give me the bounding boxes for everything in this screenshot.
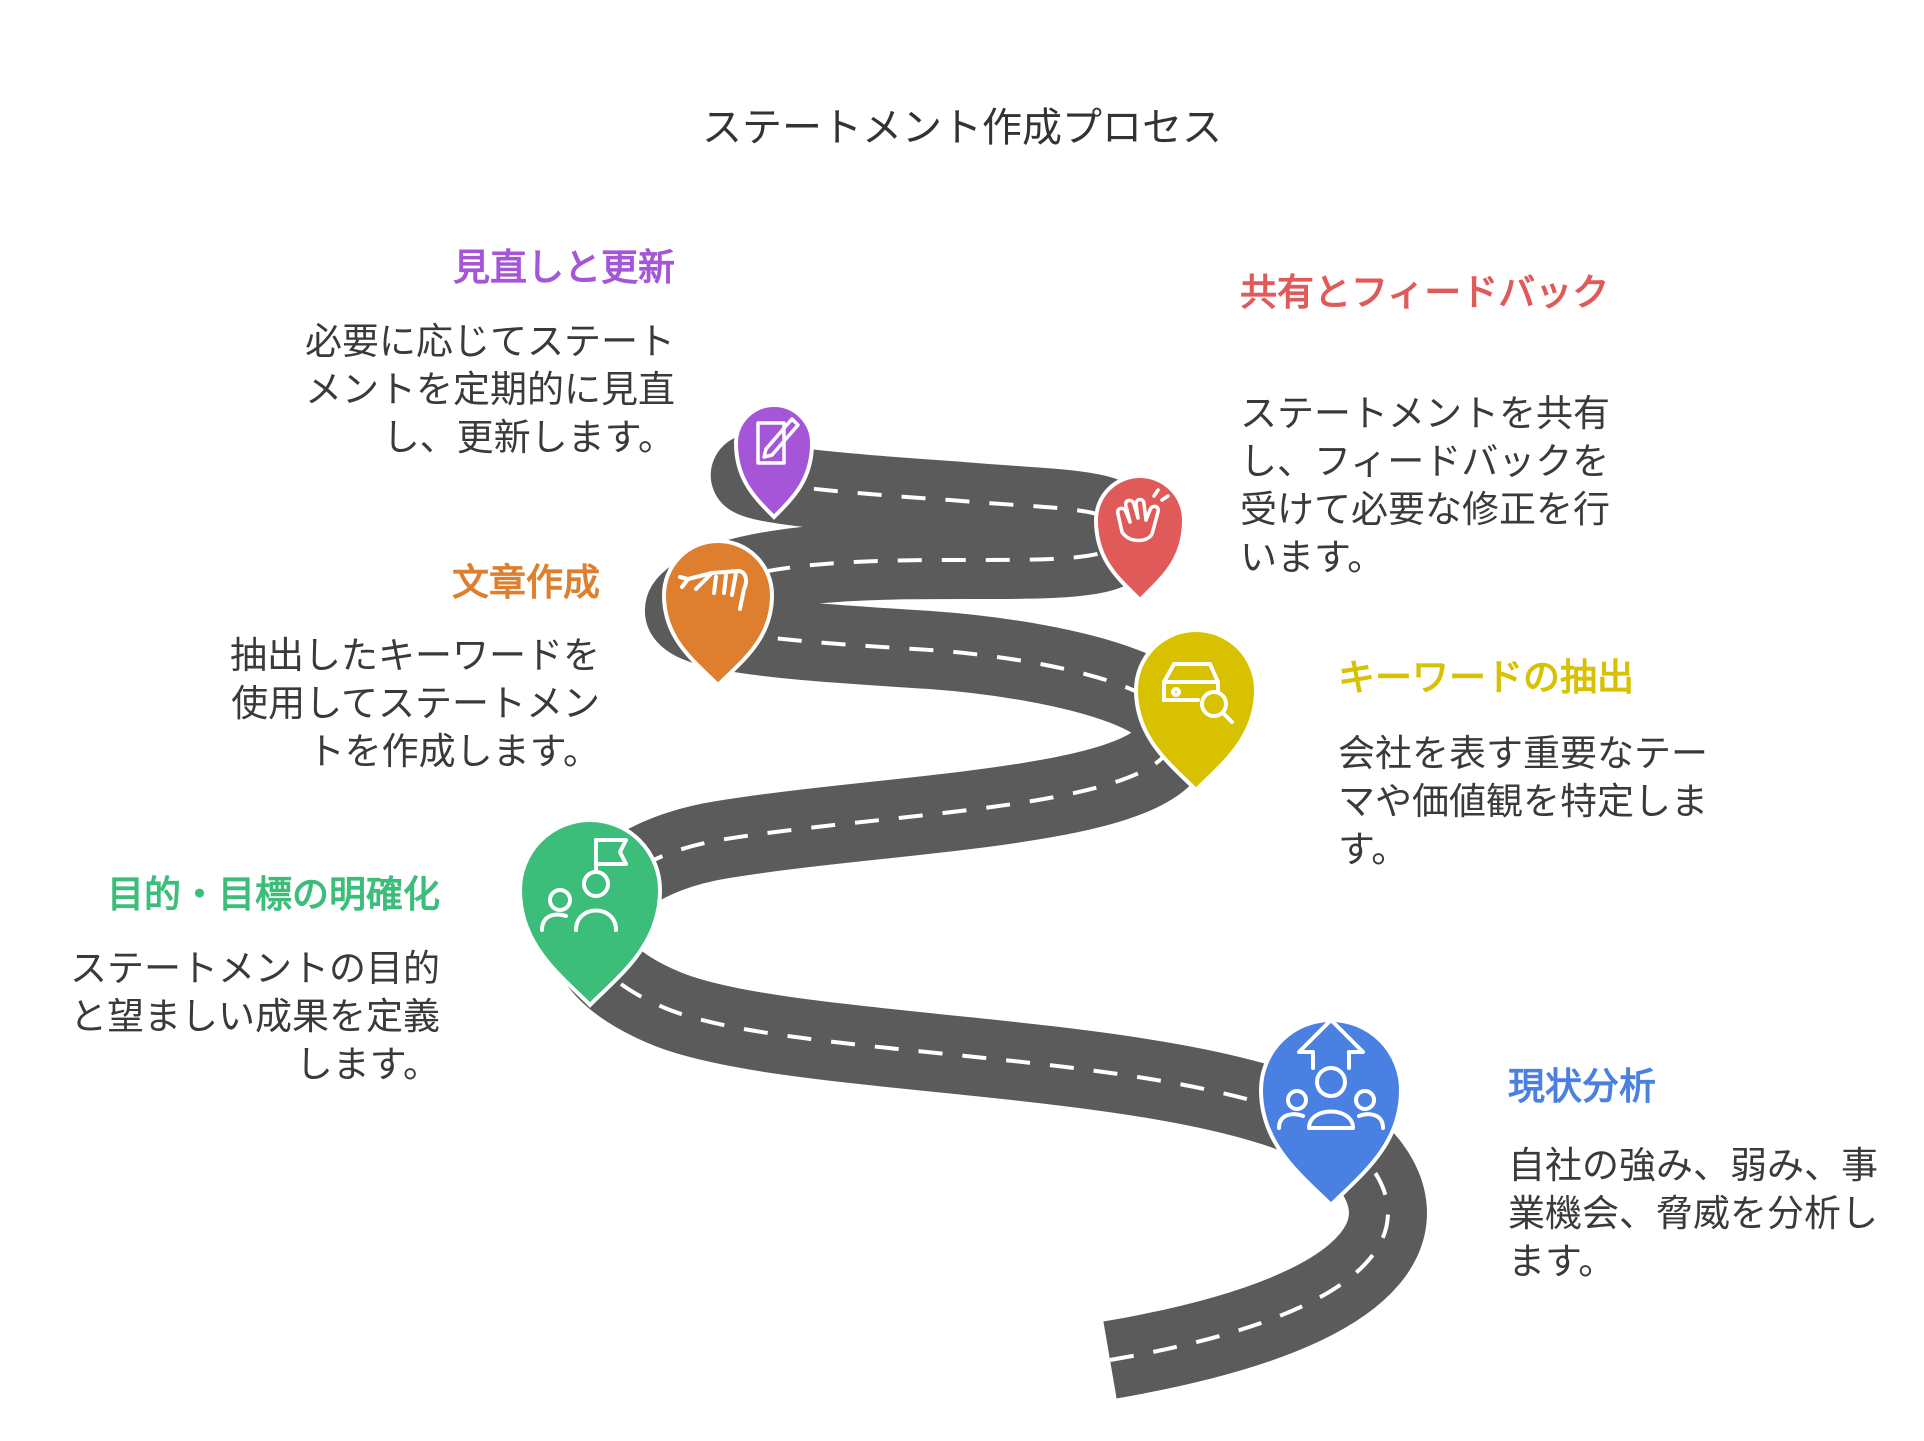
step-desc-keyword-extraction: 会社を表す重要なテーマや価値観を特定します。: [1338, 732, 1708, 872]
growth-team-icon: [1277, 1018, 1385, 1130]
step-title-goal-clarification: 目的・目標の明確化: [107, 873, 440, 916]
marker-writing: [661, 539, 775, 688]
marker-share-feedback: [1093, 474, 1187, 603]
page-title: ステートメント作成プロセス: [702, 105, 1222, 151]
car-search-icon: [1162, 662, 1234, 724]
step-desc-writing: 抽出したキーワードを使用してステートメントを作成します。: [230, 634, 600, 774]
clapping-hands-icon: [1115, 488, 1170, 543]
step-desc-current-analysis: 自社の強み、弱み、事業機会、脅威を分析します。: [1508, 1144, 1878, 1284]
step-desc-review-update: 必要に応じてステートメントを定期的に見直し、更新します。: [305, 320, 675, 460]
step-title-keyword-extraction: キーワードの抽出: [1338, 656, 1634, 699]
marker-keyword-extraction: [1133, 628, 1259, 793]
step-title-writing: 文章作成: [452, 561, 600, 604]
step-desc-share-feedback: ステートメントを共有し、フィードバックを受けて必要な修正を行います。: [1240, 392, 1610, 580]
step-desc-goal-clarification: ステートメントの目的と望ましい成果を定義します。: [70, 947, 440, 1087]
writing-hand-icon: [678, 569, 748, 611]
marker-goal-clarification: [517, 818, 663, 1008]
marker-review-update: [733, 403, 815, 520]
edit-note-icon: [756, 417, 800, 465]
step-title-share-feedback: 共有とフィードバック: [1240, 271, 1610, 314]
step-title-current-analysis: 現状分析: [1508, 1065, 1656, 1108]
marker-current-analysis: [1258, 1018, 1404, 1208]
team-flag-icon: [540, 838, 628, 932]
step-title-review-update: 見直しと更新: [453, 246, 675, 289]
